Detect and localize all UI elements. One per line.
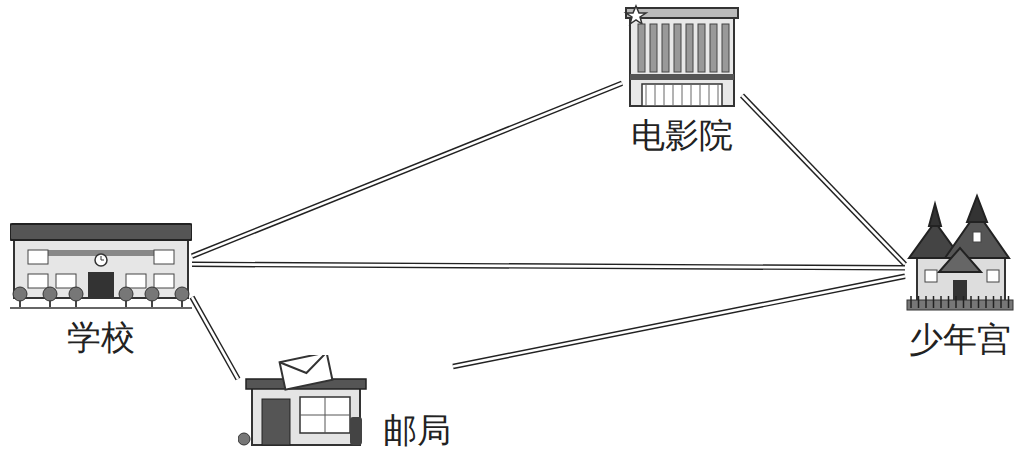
- post-office: 邮局: [238, 355, 453, 451]
- road: [192, 264, 905, 268]
- road: [453, 276, 905, 366]
- road: [192, 83, 622, 256]
- place-label: 学校: [65, 314, 137, 359]
- cinema-icon: [622, 4, 742, 112]
- place-label: 邮局: [381, 407, 453, 452]
- post-office-icon: [238, 355, 373, 451]
- road: [742, 96, 905, 265]
- youth-palace-icon: [905, 192, 1015, 316]
- school-icon: [10, 222, 192, 314]
- cinema: 电影院: [622, 4, 742, 157]
- place-label: 电影院: [629, 112, 735, 157]
- road: [192, 297, 238, 379]
- school: 学校: [10, 222, 192, 359]
- youth-palace: 少年宫: [905, 192, 1015, 361]
- place-label: 少年宫: [907, 316, 1013, 361]
